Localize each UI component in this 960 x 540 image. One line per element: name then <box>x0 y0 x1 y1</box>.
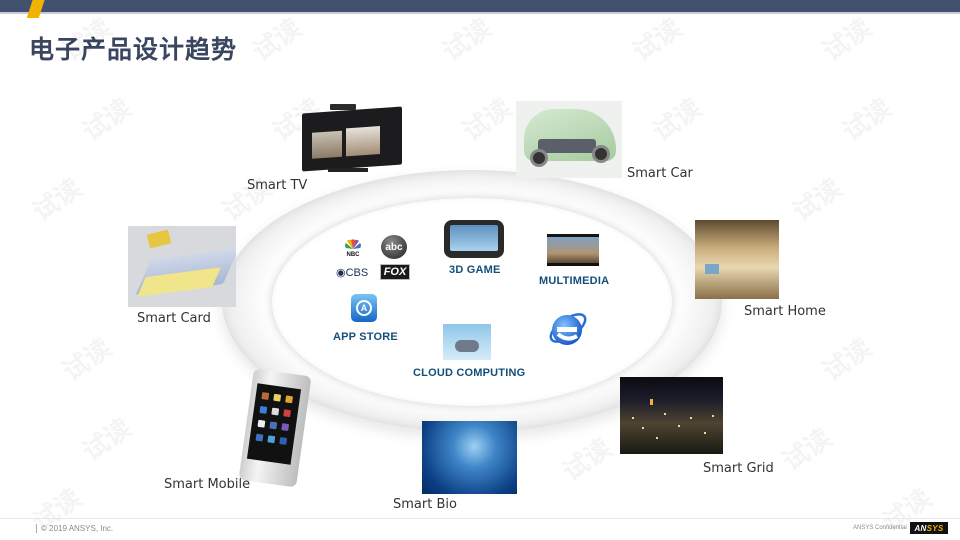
app-icon <box>283 409 292 418</box>
light <box>704 432 706 434</box>
city-night-image <box>620 377 723 454</box>
app-icon <box>257 419 266 428</box>
logo-text-b: SYS <box>926 523 944 533</box>
watermark: 试读 <box>774 418 838 478</box>
light <box>690 417 692 419</box>
multimedia-image <box>547 234 599 266</box>
watermark: 试读 <box>814 8 878 68</box>
game-screen <box>450 225 498 251</box>
fox-logo: FOX <box>380 264 410 280</box>
app-icon <box>279 436 288 445</box>
watermark: 试读 <box>454 88 518 148</box>
tv-camera <box>330 104 356 110</box>
nbc-peacock-icon: NBC <box>345 239 361 257</box>
app-icon <box>261 392 270 400</box>
watermark: 试读 <box>784 168 848 228</box>
cloud-computing-image <box>443 324 491 360</box>
smart-car-image <box>516 101 622 178</box>
svg-text:NBC: NBC <box>347 252 361 257</box>
watermark: 试读 <box>554 428 618 488</box>
slide-title: 电子产品设计趋势 <box>29 35 238 64</box>
label-3d-game: 3D GAME <box>449 264 501 276</box>
internet-explorer-icon <box>549 313 587 345</box>
label-multimedia: MULTIMEDIA <box>539 275 610 287</box>
app-icon <box>267 435 276 444</box>
app-icon <box>259 405 268 414</box>
watermark: 试读 <box>434 8 498 68</box>
label-cloud-computing: CLOUD COMPUTING <box>413 367 526 379</box>
smart-card-image <box>128 226 236 307</box>
app-icon <box>255 433 264 442</box>
watermark: 试读 <box>54 328 118 388</box>
tv-frame <box>302 106 402 172</box>
car-wheel <box>530 149 548 167</box>
watermark: 试读 <box>834 88 898 148</box>
header-bar <box>0 0 960 18</box>
cbs-text: CBS <box>345 267 369 279</box>
footer-divider <box>0 518 960 519</box>
label-smart-car: Smart Car <box>627 166 693 181</box>
abc-logo: abc <box>381 235 407 259</box>
label-smart-home: Smart Home <box>744 304 826 319</box>
smart-tv-image <box>298 102 404 176</box>
light <box>656 437 658 439</box>
label-smart-card: Smart Card <box>137 311 211 326</box>
app-icon <box>273 393 282 402</box>
app-icon <box>269 421 278 430</box>
car-chassis <box>538 139 596 153</box>
watermark: 试读 <box>74 408 138 468</box>
logo-text-a: AN <box>914 523 927 533</box>
label-smart-mobile: Smart Mobile <box>164 477 251 492</box>
app-icon <box>285 395 294 404</box>
light <box>664 413 666 415</box>
watermark: 试读 <box>74 88 138 148</box>
brain-image <box>422 421 517 494</box>
watermark: 试读 <box>244 8 308 68</box>
light <box>650 399 653 405</box>
cloud-shape <box>455 340 479 352</box>
copyright-text: © 2019 ANSYS, Inc. <box>36 524 113 533</box>
app-store-glyph: A <box>356 300 372 316</box>
header-accent-stripe <box>26 0 46 18</box>
watermark: 试读 <box>644 88 708 148</box>
label-smart-tv: Smart TV <box>247 178 308 193</box>
smart-home-image <box>695 220 779 299</box>
light <box>642 427 644 429</box>
label-smart-bio: Smart Bio <box>393 497 457 512</box>
watermark: 试读 <box>624 8 688 68</box>
label-smart-grid: Smart Grid <box>703 461 774 476</box>
app-icon <box>281 423 290 432</box>
confidential-text: ANSYS Confidential <box>853 525 907 531</box>
label-app-store: APP STORE <box>333 331 398 343</box>
watermark: 试读 <box>24 168 88 228</box>
home-tv <box>705 264 719 274</box>
tv-stand <box>328 168 368 172</box>
light <box>632 417 634 419</box>
cbs-logo: ◉CBS <box>336 267 369 279</box>
video-call-window <box>312 130 342 159</box>
app-icon <box>271 407 280 416</box>
watermark: 试读 <box>814 328 878 388</box>
light <box>678 425 680 427</box>
card-chip <box>146 229 172 249</box>
smart-mobile-image <box>236 368 316 490</box>
video-call-window <box>346 126 380 157</box>
light <box>712 415 714 417</box>
app-store-icon: A <box>351 294 377 322</box>
car-wheel <box>592 145 610 163</box>
3d-game-image <box>444 220 504 258</box>
